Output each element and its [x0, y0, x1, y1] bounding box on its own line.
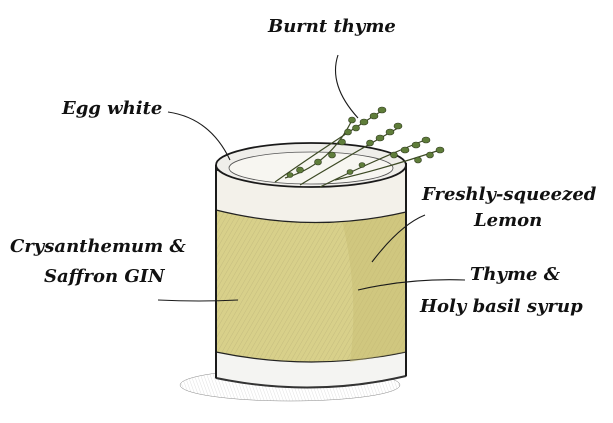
label-egg-white: Egg white: [61, 98, 162, 119]
label-lemon-line1: Freshly-squeezed: [421, 184, 597, 205]
glass: [216, 143, 406, 388]
label-gin-line2: Saffron GIN: [44, 266, 166, 287]
leader-burnt-thyme: [336, 55, 359, 118]
label-syrup-line2: Holy basil syrup: [419, 296, 583, 317]
label-burnt-thyme: Burnt thyme: [267, 16, 396, 37]
leader-gin: [158, 300, 238, 301]
label-syrup-line1: Thyme &: [470, 264, 561, 285]
label-gin-line1: Crysanthemum &: [10, 236, 186, 257]
leader-egg-white: [168, 112, 230, 160]
label-lemon-line2: Lemon: [473, 210, 542, 231]
